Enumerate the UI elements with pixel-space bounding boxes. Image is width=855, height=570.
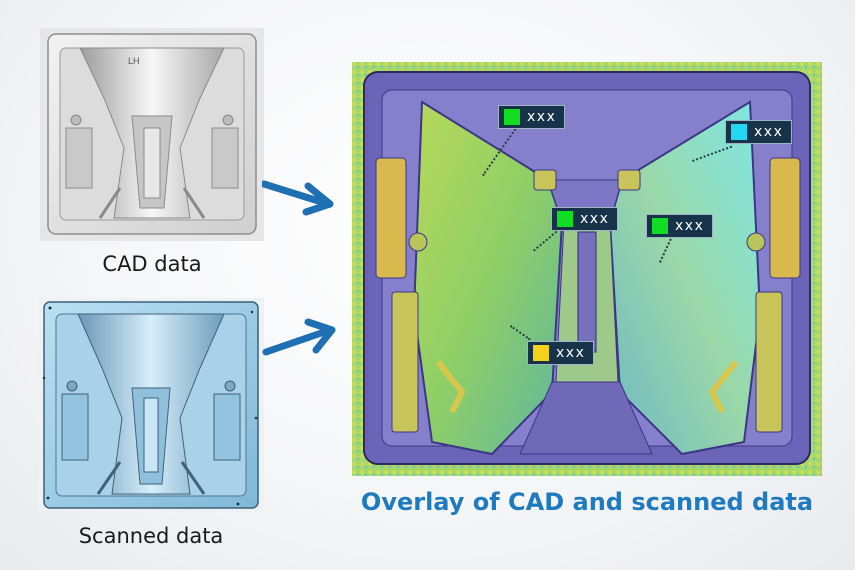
deviation-tag-label: xxx [556, 345, 586, 361]
color-swatch [557, 211, 573, 227]
scanned-data-caption: Scanned data [78, 524, 224, 548]
cad-data-image: LH [40, 28, 264, 241]
overlay-image [352, 62, 822, 476]
color-swatch [652, 218, 668, 234]
overlay-caption: Overlay of CAD and scanned data [360, 488, 814, 516]
deviation-tag: xxx [551, 207, 619, 231]
color-swatch [533, 345, 549, 361]
deviation-tag: xxx [646, 214, 714, 238]
deviation-tag: xxx [498, 105, 566, 129]
deviation-tag: xxx [527, 341, 595, 365]
deviation-tag-label: xxx [580, 211, 610, 227]
deviation-tag-label: xxx [675, 218, 705, 234]
deviation-tag-label: xxx [754, 124, 784, 140]
scanned-data-image [38, 298, 264, 512]
arrow-icon [262, 318, 336, 356]
deviation-tag: xxx [725, 120, 793, 144]
arrow-icon [262, 180, 334, 216]
cad-part-label: LH [128, 56, 140, 66]
color-swatch [504, 109, 520, 125]
deviation-tag-label: xxx [527, 109, 557, 125]
cad-data-caption: CAD data [102, 252, 202, 276]
color-swatch [731, 124, 747, 140]
